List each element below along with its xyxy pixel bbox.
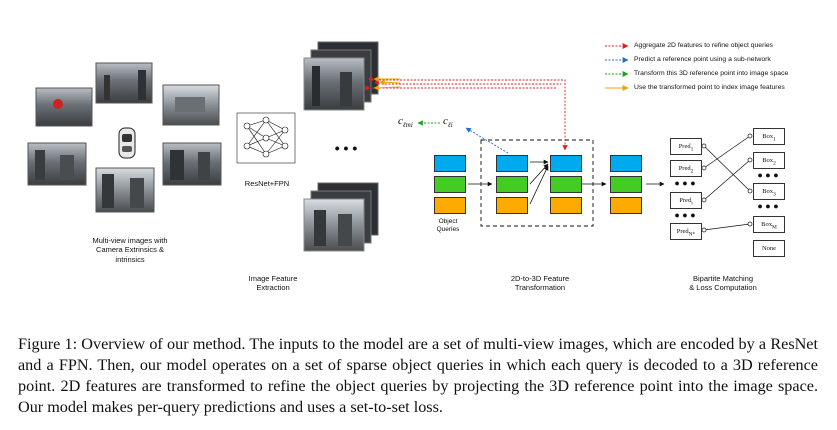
pred-ellipsis: ● ● ● — [674, 210, 696, 220]
query-orange-refined — [550, 197, 582, 214]
query-blue-input — [434, 155, 466, 172]
legend-text-aggregate: Aggregate 2D features to refine object q… — [634, 42, 774, 49]
transformation-box — [480, 139, 594, 227]
camera-images — [27, 62, 222, 213]
c-li-symbol: cℓi — [443, 115, 453, 130]
ellipsis-dots: • • • — [334, 140, 358, 156]
gt-box: BoxM — [753, 216, 785, 233]
gt-none-box: None — [753, 240, 785, 257]
pred-box: PredN* — [670, 223, 702, 240]
feature-maps-bottom — [303, 182, 379, 252]
matching-lines — [701, 133, 753, 233]
backbone-label: ResNet+FPN — [244, 179, 290, 188]
gt-box: Box3 — [753, 183, 785, 200]
query-green-input — [434, 176, 466, 193]
matching-label: Bipartite Matching& Loss Computation — [689, 274, 757, 293]
legend-text-index: Use the transformed point to index image… — [634, 84, 785, 91]
gt-box: Box1 — [753, 128, 785, 145]
query-orange-mid — [496, 197, 528, 214]
query-green-output — [610, 176, 642, 193]
c-lmi-symbol: cℓmi — [398, 115, 413, 130]
query-orange-input — [434, 197, 466, 214]
gt-ellipsis: ● ● ● — [757, 170, 779, 180]
pred-box: Pred1 — [670, 138, 702, 155]
query-blue-output — [610, 155, 642, 172]
query-blue-mid — [496, 155, 528, 172]
figure-drawing — [27, 41, 753, 252]
figure-caption: Figure 1: Overview of our method. The in… — [18, 335, 818, 417]
overview-figure: Aggregate 2D features to refine object q… — [27, 41, 789, 293]
gt-ellipsis: ● ● ● — [757, 201, 779, 211]
query-blue-refined — [550, 155, 582, 172]
legend-text-predict: Predict a reference point using a sub-ne… — [634, 56, 771, 63]
pred-box: Pred2 — [670, 160, 702, 177]
query-green-mid — [496, 176, 528, 193]
gt-box: Box2 — [753, 152, 785, 169]
backbone-network-icon — [236, 112, 296, 164]
legend-text-transform: Transform this 3D reference point into i… — [634, 70, 789, 77]
pred-ellipsis: ● ● ● — [674, 178, 696, 188]
query-orange-output — [610, 197, 642, 214]
pred-box: Predi — [670, 192, 702, 209]
feature-maps-top — [303, 41, 379, 111]
query-green-refined — [550, 176, 582, 193]
